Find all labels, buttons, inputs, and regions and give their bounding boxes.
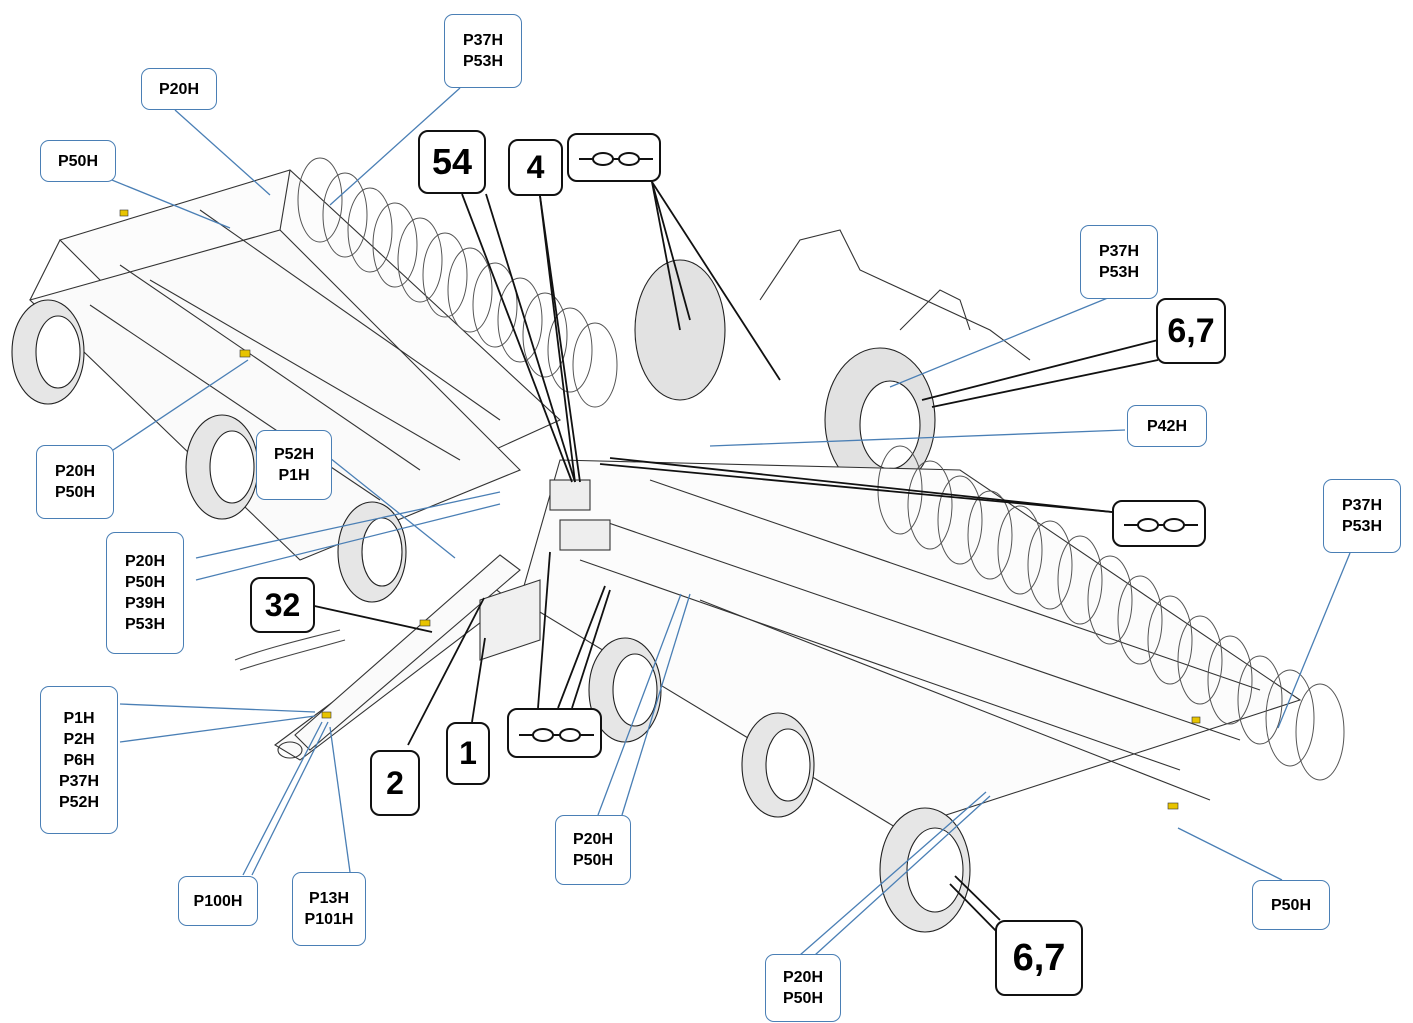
chain-callout-top (567, 133, 661, 182)
callout-line: P53H (1098, 264, 1140, 281)
number-text: 54 (431, 141, 473, 182)
number-callout-1: 1 (446, 722, 490, 785)
number-callout-67-bottom: 6,7 (995, 920, 1083, 996)
number-callout-4: 4 (508, 139, 563, 196)
callout-line: P53H (124, 616, 166, 633)
callout-line: P39H (124, 595, 166, 612)
callout-line: P50H (124, 574, 166, 591)
callout-p20h-p50h-bottom: P20H P50H (765, 954, 841, 1022)
callout-line: P2H (63, 730, 95, 748)
number-callout-2: 2 (370, 750, 420, 816)
callout-line: P52H (58, 793, 100, 811)
callout-p1h-p2h-p6h-p37h-p52h: P1H P2H P6H P37H P52H (40, 686, 118, 834)
callout-line: P100H (193, 892, 243, 910)
black-leaders (309, 181, 1159, 936)
callout-line: P50H (782, 990, 824, 1007)
number-text: 1 (459, 735, 477, 771)
chain-callout-right (1112, 500, 1206, 547)
number-text: 6,7 (1167, 311, 1215, 350)
decals (119, 209, 1201, 810)
number-text: 2 (386, 764, 404, 801)
callout-p52h-p1h: P52H P1H (256, 430, 332, 500)
callout-p37h-p53h-right: P37H P53H (1080, 225, 1158, 299)
callout-line: P37H (1341, 497, 1383, 514)
number-callout-32: 32 (250, 577, 315, 633)
callout-p20h-p50h-p39h-p53h: P20H P50H P39H P53H (106, 532, 184, 654)
callout-p100h: P100H (178, 876, 258, 926)
callout-line: P52H (273, 446, 315, 463)
callout-line: P20H (54, 463, 96, 480)
callout-p13h-p101h: P13H P101H (292, 872, 366, 946)
callout-line: P101H (304, 911, 354, 928)
chain-link-icon (579, 152, 653, 166)
chain-callout-center (507, 708, 602, 758)
callout-line: P50H (1270, 896, 1312, 914)
callout-line: P37H (58, 772, 100, 790)
callout-line: P37H (462, 32, 504, 49)
callout-line: P42H (1146, 417, 1188, 435)
chain-link-icon (1124, 518, 1198, 532)
callout-line: P1H (278, 467, 310, 484)
callout-line: P50H (54, 484, 96, 501)
number-callout-54: 54 (418, 130, 486, 194)
callout-line: P20H (782, 969, 824, 986)
callout-line: P37H (1098, 243, 1140, 260)
callout-p42h: P42H (1127, 405, 1207, 447)
blue-leaders (74, 87, 1351, 956)
chain-link-icon (519, 728, 594, 742)
machine-drawing (11, 157, 1345, 933)
callout-line: P53H (1341, 518, 1383, 535)
callout-line: P13H (308, 890, 350, 907)
callout-line: P50H (57, 152, 99, 170)
number-text: 4 (526, 149, 545, 185)
callout-line: P6H (63, 751, 95, 769)
number-callout-67-top: 6,7 (1156, 298, 1226, 364)
number-text: 6,7 (1012, 936, 1066, 979)
callout-p50h-bottom-right: P50H (1252, 880, 1330, 930)
callout-p37h-p53h-top: P37H P53H (444, 14, 522, 88)
callout-line: P20H (124, 553, 166, 570)
callout-p20h-p50h-left: P20H P50H (36, 445, 114, 519)
callout-line: P20H (572, 831, 614, 848)
callout-line: P53H (462, 53, 504, 70)
callout-p37h-p53h-far-right: P37H P53H (1323, 479, 1401, 553)
callout-p20h-p50h-center: P20H P50H (555, 815, 631, 885)
number-text: 32 (264, 586, 301, 623)
callout-p50h-left: P50H (40, 140, 116, 182)
callout-line: P20H (158, 80, 200, 98)
callout-line: P50H (572, 852, 614, 869)
callout-line: P1H (63, 709, 95, 727)
callout-p20h-top: P20H (141, 68, 217, 110)
